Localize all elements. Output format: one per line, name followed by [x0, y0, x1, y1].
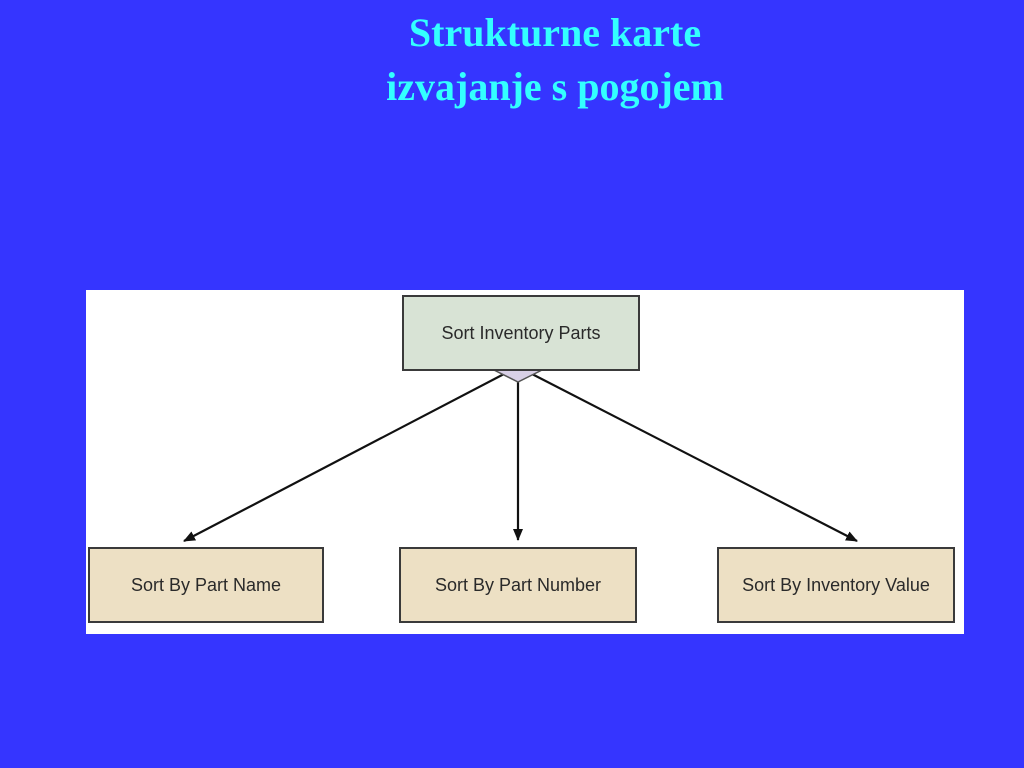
node-sort-by-part-number: Sort By Part Number [399, 547, 637, 623]
arrow-to-part-name [183, 373, 505, 542]
slide-title: Strukturne karte izvajanje s pogojem [290, 6, 820, 114]
node-sort-by-inventory-value: Sort By Inventory Value [717, 547, 955, 623]
node-sort-inventory-parts: Sort Inventory Parts [402, 295, 640, 371]
arrow-to-inventory-value [531, 373, 858, 542]
node-label: Sort By Inventory Value [742, 574, 930, 595]
diagram-panel: Sort Inventory Parts Sort By Part Name S… [86, 290, 964, 634]
title-line-2: izvajanje s pogojem [386, 64, 724, 109]
node-label: Sort By Part Number [434, 574, 602, 595]
node-label: Sort Inventory Parts [441, 322, 601, 343]
node-sort-by-part-name: Sort By Part Name [88, 547, 324, 623]
node-label: Sort By Part Name [130, 574, 282, 595]
title-line-1: Strukturne karte [408, 10, 702, 55]
structure-chart [183, 359, 858, 542]
